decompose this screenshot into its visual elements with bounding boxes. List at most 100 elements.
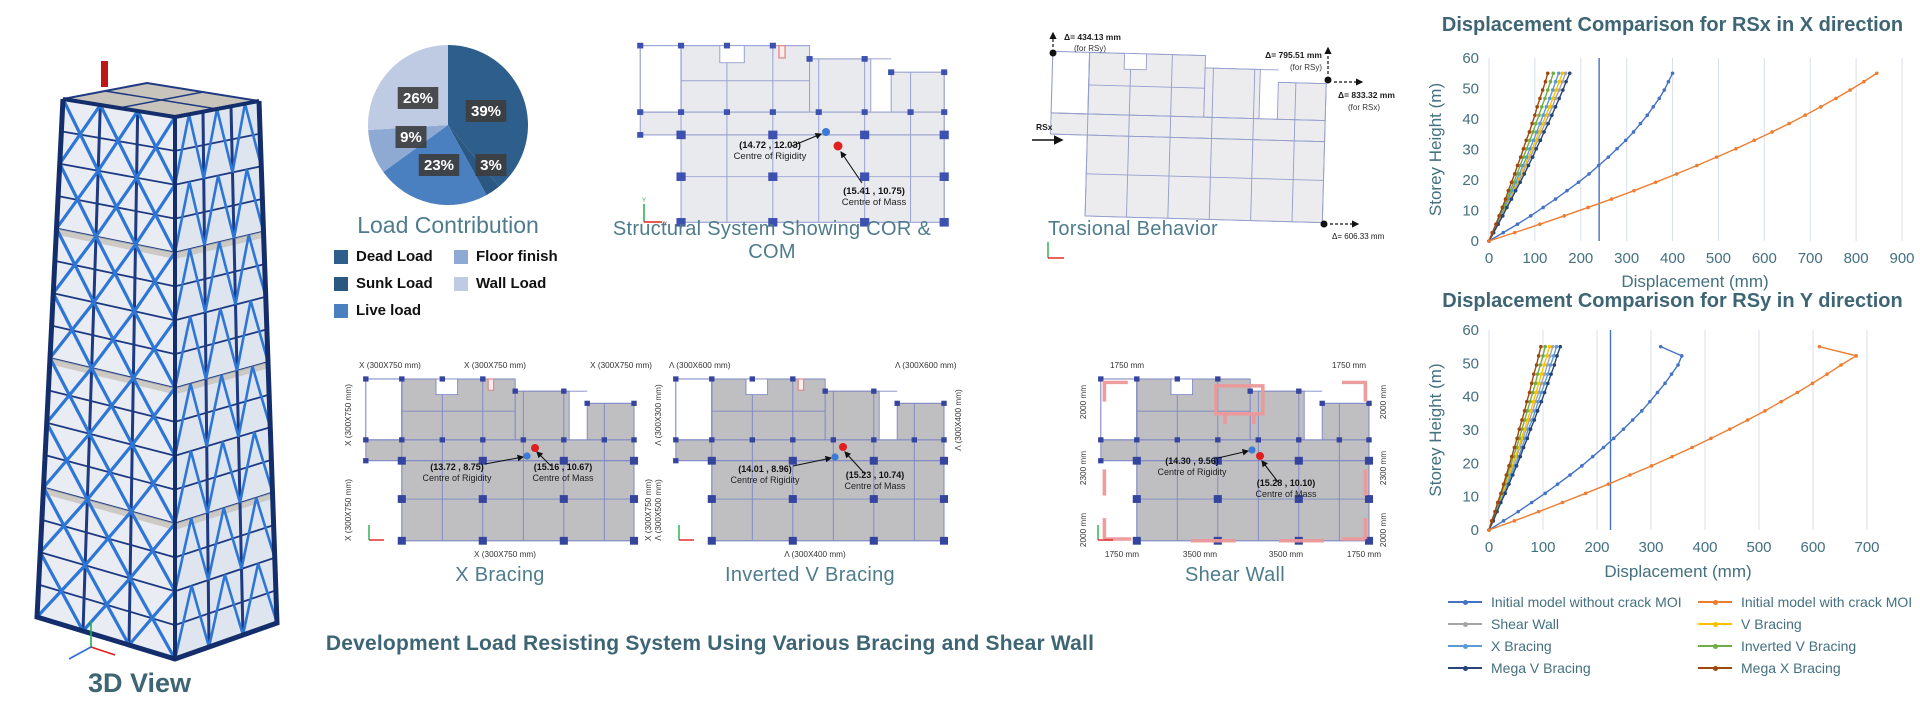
svg-text:200: 200 (1584, 539, 1609, 556)
torsional-behavior-diagram: Δ= 434.13 mm (for RSy) Δ= 795.51 mm (for… (1032, 31, 1395, 259)
com-coords: (15.41 , 10.75) (843, 186, 905, 197)
axis-triad-icon (368, 525, 384, 541)
svg-text:400: 400 (1660, 250, 1685, 267)
pie-legend-item: Floor finish (454, 248, 584, 265)
legend-item: Inverted V Bracing (1698, 638, 1920, 654)
legend-label: Initial model with crack MOI (1741, 594, 1913, 610)
svg-text:39%: 39% (471, 103, 501, 120)
svg-text:500: 500 (1706, 250, 1731, 267)
legend-line-icon (1698, 599, 1732, 605)
legend-swatch (454, 276, 468, 291)
rsx-arrow-label: RSx (1036, 122, 1053, 132)
dim-label: 1750 mm (1347, 550, 1381, 559)
svg-text:700: 700 (1854, 539, 1879, 556)
legend-swatch (454, 249, 468, 264)
dim-label: 2000 mm (1080, 385, 1088, 419)
centre-of-rigidity-dot (523, 452, 531, 460)
svg-text:x: x (664, 221, 667, 227)
plan-x-bracing: X (300X750 mm) X (300X750 mm) X (300X750… (345, 361, 653, 559)
svg-text:600: 600 (1800, 539, 1825, 556)
svg-text:20: 20 (1462, 172, 1479, 189)
legend-item: Shear Wall (1448, 616, 1698, 632)
pie-legend: Dead Load Floor finish Sunk Load Wall Lo… (334, 248, 584, 319)
svg-text:0: 0 (1485, 539, 1493, 556)
pie-legend-label: Sunk Load (356, 275, 433, 292)
load-contribution-pie-chart: 39%3%23%9%26% (368, 45, 528, 206)
dim-label: 3500 mm (1183, 550, 1217, 559)
com-label: Centre of Mass (844, 481, 906, 491)
cor-label: Centre of Rigidity (734, 151, 807, 162)
dim-label: Λ (300X600 mm) (669, 361, 731, 370)
axis-triad-icon (1047, 242, 1064, 259)
chart-rsx-xlabel: Displacement (mm) (1621, 272, 1769, 291)
pie-legend-item: Sunk Load (334, 275, 454, 292)
legend-swatch (334, 276, 348, 291)
view3d-label: 3D View (87, 668, 192, 698)
svg-text:900: 900 (1889, 250, 1914, 267)
centre-of-rigidity-dot (831, 453, 839, 461)
com-coords: (15.16 , 10.67) (534, 462, 593, 472)
dim-label: X (300X750 mm) (474, 550, 536, 559)
com-coords: (15.23 , 10.74) (846, 470, 905, 480)
dim-label: 2000 mm (1379, 513, 1388, 547)
pie-title: Load Contribution (357, 212, 539, 238)
delta-top-right-dir: (for RSy) (1290, 63, 1322, 72)
legend-line-icon (1448, 665, 1482, 671)
cor-coords: (14.01 , 8.96) (738, 464, 792, 474)
legend-label: Mega V Bracing (1491, 660, 1591, 676)
chart-rsy-xlabel: Displacement (mm) (1604, 562, 1752, 581)
svg-text:400: 400 (1692, 539, 1717, 556)
plan-inverted-v-bracing: Λ (300X600 mm) Λ (300X600 mm) Λ (300X300… (655, 361, 963, 559)
centre-of-rigidity-dot (822, 128, 830, 136)
pie-legend-label: Wall Load (476, 275, 547, 292)
svg-text:300: 300 (1638, 539, 1663, 556)
svg-text:50: 50 (1462, 81, 1479, 98)
axis-triad-icon (1097, 525, 1113, 541)
svg-text:0: 0 (1471, 522, 1479, 539)
legend-item: Mega X Bracing (1698, 660, 1920, 676)
svg-text:40: 40 (1462, 389, 1479, 406)
chart-series-legend: Initial model without crack MOI Initial … (1448, 594, 1920, 676)
dim-label: X (300X750 mm) (590, 361, 652, 370)
centre-of-rigidity-dot (1248, 446, 1256, 454)
svg-text:60: 60 (1462, 50, 1479, 67)
pie-legend-item: Live load (334, 302, 454, 319)
svg-text:3%: 3% (480, 157, 502, 174)
svg-text:30: 30 (1462, 142, 1479, 159)
cor-label: Centre of Rigidity (1157, 467, 1227, 477)
dim-label: Λ (300X300 mm) (655, 384, 663, 446)
legend-swatch (334, 303, 348, 318)
svg-text:20: 20 (1462, 455, 1479, 472)
legend-label: Mega X Bracing (1741, 660, 1841, 676)
dim-label: 1750 mm (1332, 361, 1366, 370)
legend-line-icon (1448, 599, 1482, 605)
delta-top-right: Δ= 795.51 mm (1265, 50, 1322, 60)
legend-item: Initial model without crack MOI (1448, 594, 1698, 610)
delta-right-dir: (for RSx) (1348, 103, 1380, 112)
axis-triad-icon (678, 525, 694, 541)
cor-coords: (14.30 , 9.56) (1165, 456, 1219, 466)
pie-legend-label: Live load (356, 302, 422, 319)
plan-annotations: Λ (300X600 mm) Λ (300X600 mm) Λ (300X300… (655, 361, 963, 559)
svg-text:0: 0 (1471, 233, 1479, 250)
legend-label: Shear Wall (1491, 616, 1559, 632)
legend-label: Inverted V Bracing (1741, 638, 1857, 654)
plan-shear-wall: 1750 mm 1750 mm 2000 mm 2300 mm 2000 mm … (1080, 361, 1388, 559)
cor-label: Centre of Rigidity (422, 473, 492, 483)
development-title: Development Load Resisting System Using … (325, 632, 1095, 655)
dim-label: Λ (300X600 mm) (895, 361, 957, 370)
legend-line-icon (1698, 621, 1732, 627)
chart-rsy-title: Displacement Comparison for RSy in Y dir… (1442, 290, 1903, 312)
x-bracing-caption: X Bracing (455, 564, 545, 586)
svg-text:100: 100 (1530, 539, 1555, 556)
dim-label: Λ (300X400 mm) (954, 389, 963, 451)
building-3d-view (34, 61, 280, 662)
axis-triad-icon: xY (642, 198, 667, 227)
plan-annotations: X (300X750 mm) X (300X750 mm) X (300X750… (345, 361, 653, 559)
centre-of-mass-dot (531, 444, 539, 452)
svg-text:10: 10 (1462, 203, 1479, 220)
com-label: Centre of Mass (532, 473, 594, 483)
legend-label: V Bracing (1741, 616, 1802, 632)
